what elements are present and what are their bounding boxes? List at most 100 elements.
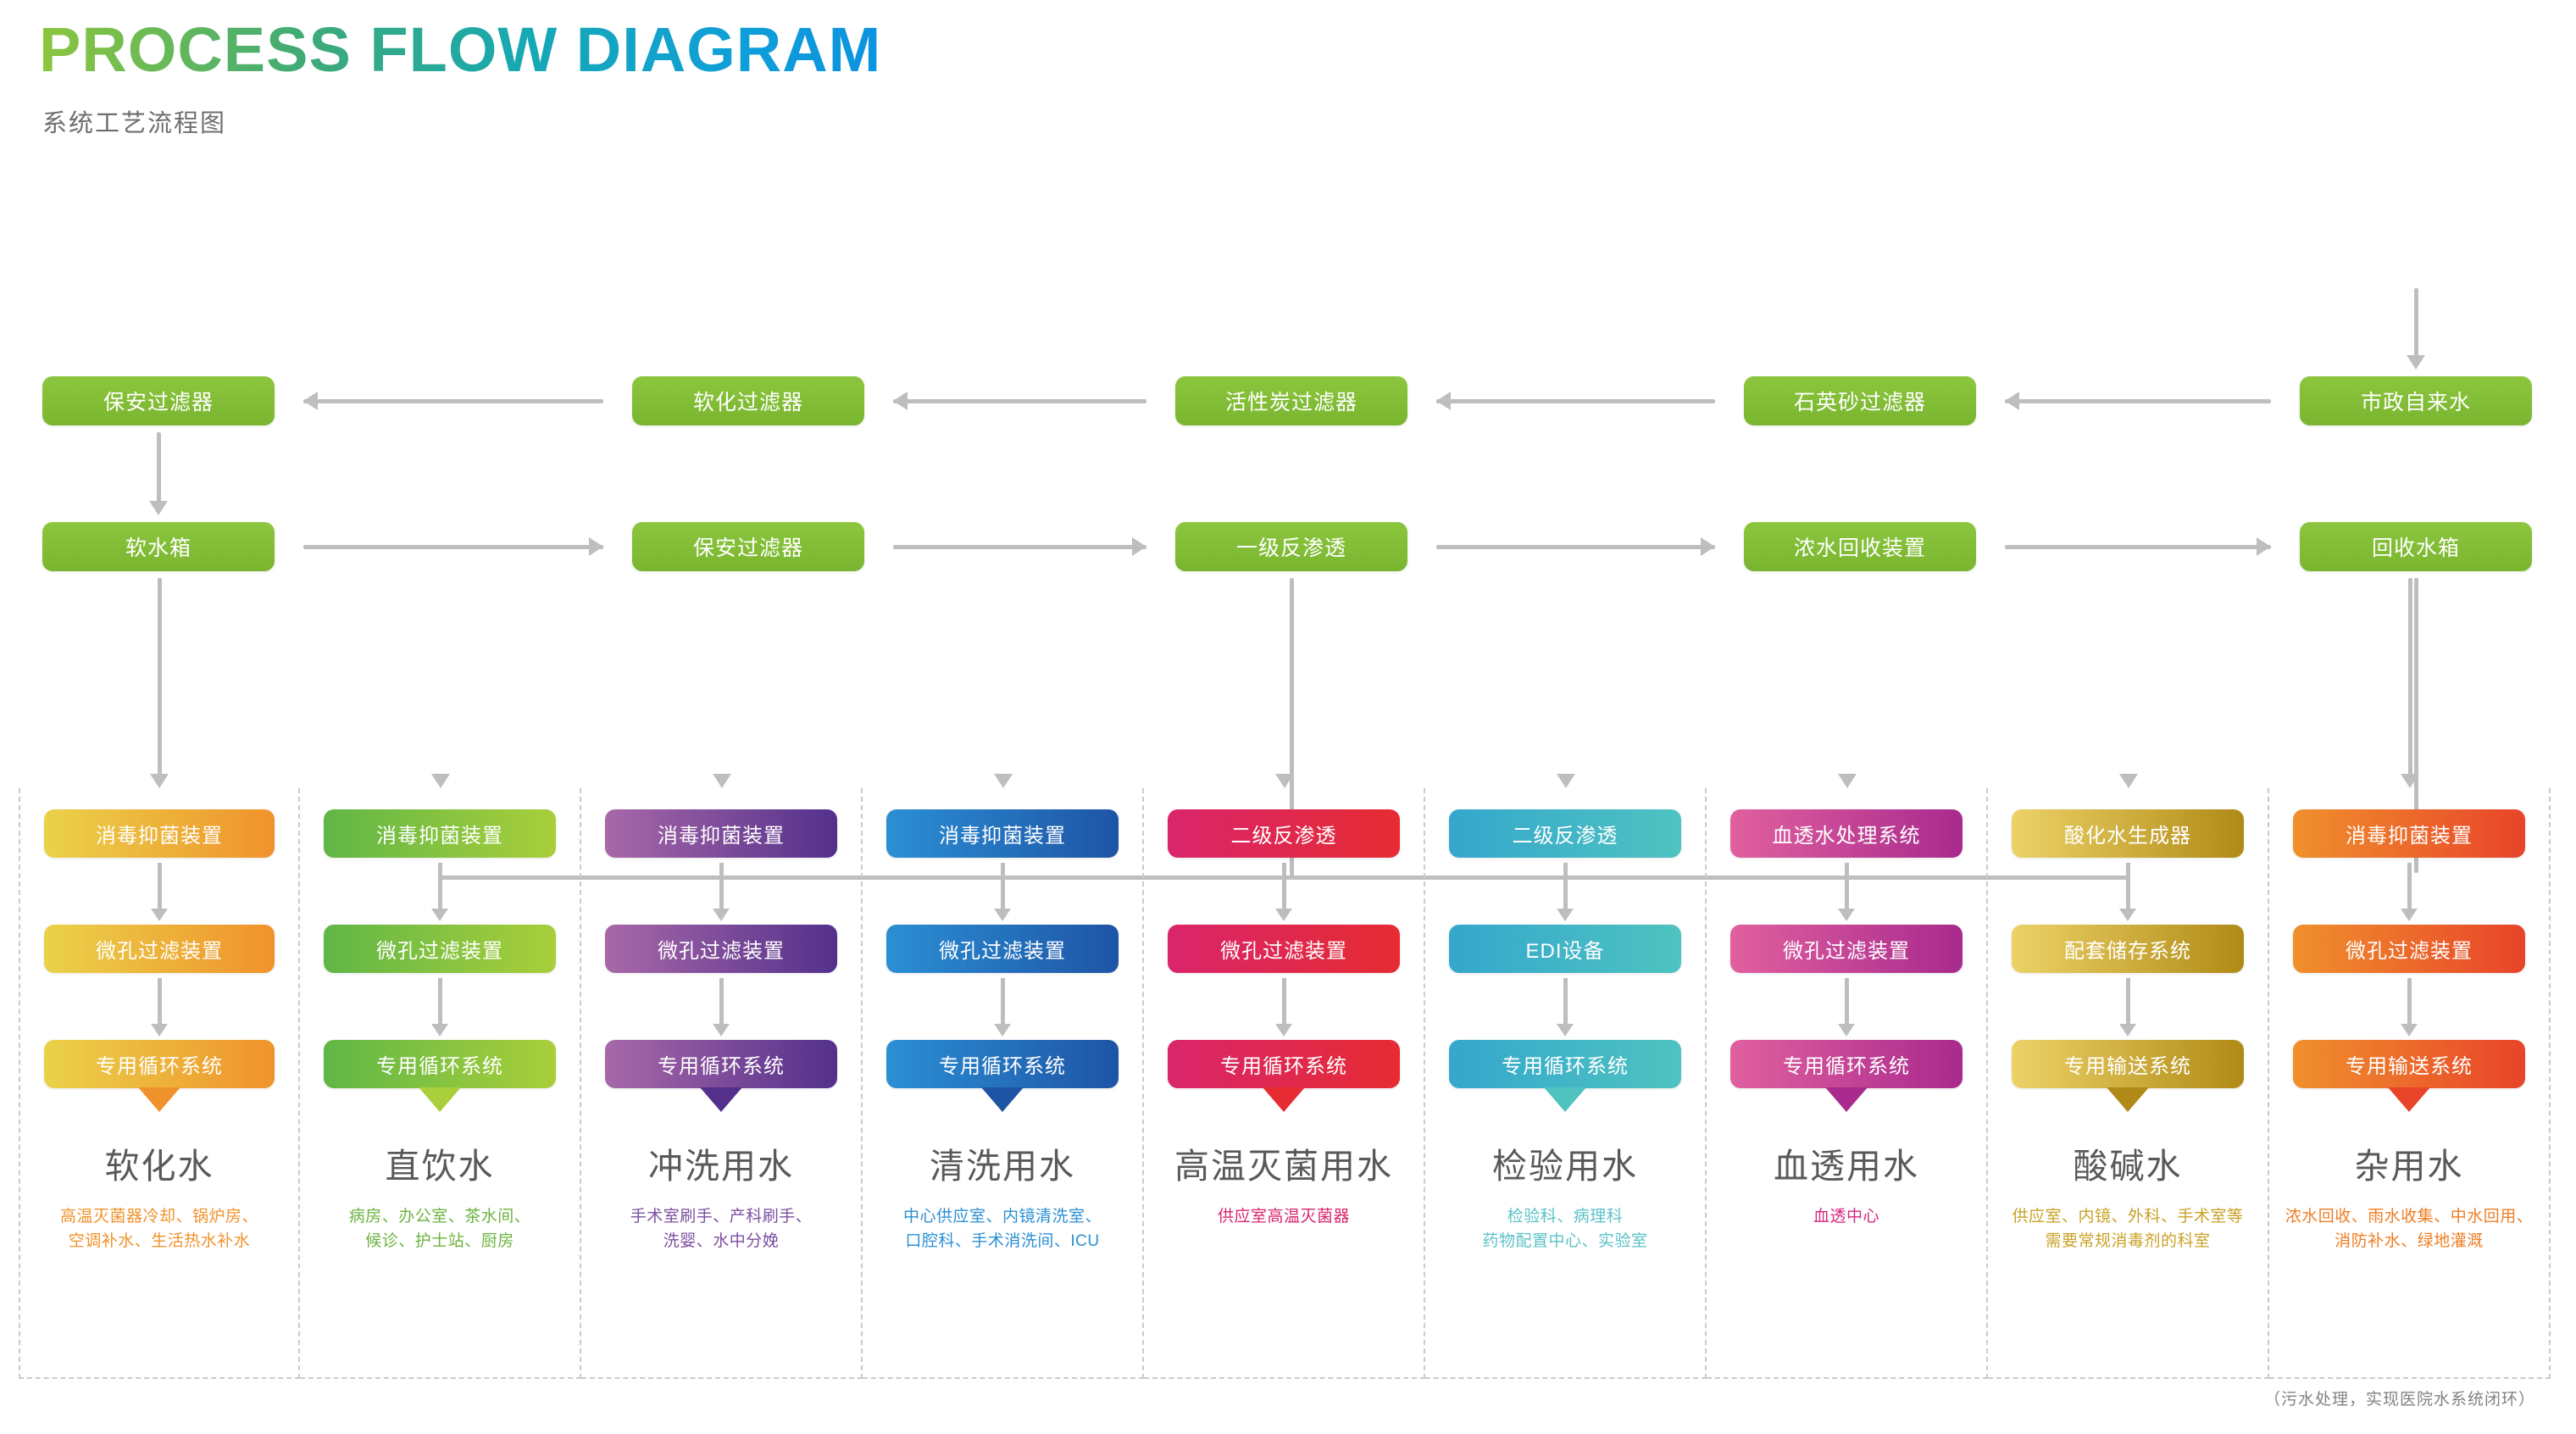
column-9-uses: 浓水回收、雨水收集、中水回用、消防补水、绿地灌溉 xyxy=(2274,1205,2544,1253)
column-9-use-line-2: 消防补水、绿地灌溉 xyxy=(2334,1231,2484,1250)
column-7-step-3[interactable]: 专用循环系统 xyxy=(1730,1040,1963,1088)
column-8-step-2[interactable]: 配套储存系统 xyxy=(2012,925,2244,973)
arrow-down-icon-col1-1 xyxy=(151,909,168,921)
column-3-step-3[interactable]: 专用循环系统 xyxy=(605,1040,837,1088)
column-6-step-3[interactable]: 专用循环系统 xyxy=(1449,1040,1681,1088)
column-1-step-1[interactable]: 消毒抑菌装置 xyxy=(44,809,275,858)
column-6-water-name: 检验用水 xyxy=(1492,1147,1638,1186)
column-9-step-3[interactable]: 专用输送系统 xyxy=(2293,1040,2525,1088)
pretreat-row1-box-4[interactable]: 市政自来水 xyxy=(2300,376,2532,425)
pretreat-down-line-col0 xyxy=(157,432,161,503)
column-6-step-1[interactable]: 二级反渗透 xyxy=(1449,809,1681,858)
column-3-water-name: 冲洗用水 xyxy=(648,1147,794,1186)
column-8-step-3[interactable]: 专用输送系统 xyxy=(2012,1040,2244,1088)
column-5-pointer-icon xyxy=(1263,1087,1305,1112)
column-9-step-2[interactable]: 微孔过滤装置 xyxy=(2293,925,2525,973)
column-5-uses: 供应室高温灭菌器 xyxy=(1149,1205,1418,1230)
column-3-step-2[interactable]: 微孔过滤装置 xyxy=(605,925,837,973)
arrow-down-icon-col6-1 xyxy=(1557,909,1574,921)
column-5-connector-2 xyxy=(1281,978,1286,1025)
pretreat-arrow-line-r1-0 xyxy=(303,399,603,403)
pretreat-row2-box-3[interactable]: 浓水回收装置 xyxy=(1744,522,1976,571)
column-1-connector-2 xyxy=(157,978,162,1025)
column-6-step-2[interactable]: EDI设备 xyxy=(1449,925,1681,973)
column-4-uses: 中心供应室、内镜清洗室、口腔科、手术消洗间、ICU xyxy=(868,1205,1137,1253)
arrow-down-icon-col9-1 xyxy=(2401,909,2418,921)
column-8-connector-2 xyxy=(2125,978,2130,1025)
arrow-down-icon-col3-1 xyxy=(713,909,730,921)
pretreat-row1-box-2[interactable]: 活性炭过滤器 xyxy=(1175,376,1407,425)
arrow-left-icon-r1-0 xyxy=(303,392,318,410)
column-9-connector-2 xyxy=(2407,978,2412,1025)
arrow-down-icon-col1-2 xyxy=(151,1024,168,1037)
arrow-down-icon-col5-1 xyxy=(1275,909,1292,921)
column-4-water-name: 清洗用水 xyxy=(930,1147,1075,1186)
column-4-pointer-icon xyxy=(981,1087,1024,1112)
column-4-use-line-1: 中心供应室、内镜清洗室、 xyxy=(902,1208,1102,1226)
column-1-uses: 高温灭菌器冷却、锅炉房、空调补水、生活热水补水 xyxy=(25,1205,293,1253)
column-4-step-1[interactable]: 消毒抑菌装置 xyxy=(886,809,1119,858)
arrow-down-icon-branch-3 xyxy=(994,774,1013,788)
page-subtitle: 系统工艺流程图 xyxy=(42,110,227,137)
column-2-step-3[interactable]: 专用循环系统 xyxy=(324,1040,556,1088)
pretreat-row1-box-1[interactable]: 软化过滤器 xyxy=(632,376,864,425)
column-7-step-1[interactable]: 血透水处理系统 xyxy=(1730,809,1963,858)
column-4-step-3[interactable]: 专用循环系统 xyxy=(886,1040,1119,1088)
column-4-connector-2 xyxy=(1000,978,1005,1025)
column-3-pointer-icon xyxy=(700,1087,742,1112)
water-column-7: 血透水处理系统微孔过滤装置专用循环系统血透用水血透中心 xyxy=(1707,788,1988,1379)
column-4-use-line-2: 口腔科、手术消洗间、ICU xyxy=(905,1231,1100,1250)
arrow-down-icon-branch-7 xyxy=(2119,774,2138,788)
arrow-down-icon-col3-2 xyxy=(713,1024,730,1037)
column-1-step-2[interactable]: 微孔过滤装置 xyxy=(44,925,275,973)
arrow-down-icon-branch-1 xyxy=(431,774,450,788)
column-1-step-3[interactable]: 专用循环系统 xyxy=(44,1040,275,1088)
column-9-pointer-icon xyxy=(2388,1087,2430,1112)
column-2-water-name: 直饮水 xyxy=(385,1147,495,1186)
column-5-step-2[interactable]: 微孔过滤装置 xyxy=(1168,925,1400,973)
column-2-step-2[interactable]: 微孔过滤装置 xyxy=(324,925,556,973)
pretreat-row1-box-3[interactable]: 石英砂过滤器 xyxy=(1744,376,1976,425)
water-column-5: 二级反渗透微孔过滤装置专用循环系统高温灭菌用水供应室高温灭菌器 xyxy=(1144,788,1425,1379)
inlet-line xyxy=(2414,288,2418,358)
pretreat-row2-box-2[interactable]: 一级反渗透 xyxy=(1175,522,1407,571)
pretreat-row2-box-4[interactable]: 回收水箱 xyxy=(2300,522,2532,571)
water-column-4: 消毒抑菌装置微孔过滤装置专用循环系统清洗用水中心供应室、内镜清洗室、口腔科、手术… xyxy=(863,788,1144,1379)
column-6-pointer-icon xyxy=(1544,1087,1586,1112)
column-4-step-2[interactable]: 微孔过滤装置 xyxy=(886,925,1119,973)
column-7-water-name: 血透用水 xyxy=(1774,1147,1919,1186)
column-2-uses: 病房、办公室、茶水间、候诊、护士站、厨房 xyxy=(305,1205,575,1253)
pretreat-row2-box-1[interactable]: 保安过滤器 xyxy=(632,522,864,571)
column-6-use-line-1: 检验科、病理科 xyxy=(1507,1208,1624,1226)
column-3-uses: 手术室刷手、产科刷手、洗婴、水中分娩 xyxy=(586,1205,856,1253)
column-5-step-3[interactable]: 专用循环系统 xyxy=(1168,1040,1400,1088)
arrow-down-icon-col5-2 xyxy=(1275,1024,1292,1037)
arrow-right-icon-r2-3 xyxy=(2257,537,2271,556)
column-4-connector-1 xyxy=(1000,863,1005,909)
column-8-connector-1 xyxy=(2125,863,2130,909)
column-6-uses: 检验科、病理科药物配置中心、实验室 xyxy=(1430,1205,1700,1253)
arrow-down-icon-col4-2 xyxy=(994,1024,1011,1037)
column-5-use-line-1: 供应室高温灭菌器 xyxy=(1217,1208,1350,1226)
arrow-down-icon-branch-0 xyxy=(150,774,169,788)
column-2-step-1[interactable]: 消毒抑菌装置 xyxy=(324,809,556,858)
pretreat-row1-box-0[interactable]: 保安过滤器 xyxy=(42,376,275,425)
column-7-step-2[interactable]: 微孔过滤装置 xyxy=(1730,925,1963,973)
arrow-down-icon-col8-2 xyxy=(2119,1024,2136,1037)
page-title: PROCESS FLOW DIAGRAM xyxy=(39,14,882,85)
column-1-pointer-icon xyxy=(138,1087,180,1112)
column-5-step-1[interactable]: 二级反渗透 xyxy=(1168,809,1400,858)
column-8-step-1[interactable]: 酸化水生成器 xyxy=(2012,809,2244,858)
ro-down-line xyxy=(1290,578,1294,877)
column-2-pointer-icon xyxy=(419,1087,461,1112)
arrow-down-icon-inlet xyxy=(2407,355,2425,370)
column-9-step-1[interactable]: 消毒抑菌装置 xyxy=(2293,809,2525,858)
column-3-step-1[interactable]: 消毒抑菌装置 xyxy=(605,809,837,858)
pretreat-arrow-line-r2-2 xyxy=(1436,545,1715,549)
column-7-pointer-icon xyxy=(1825,1087,1868,1112)
arrow-right-icon-r2-0 xyxy=(589,537,603,556)
pretreat-row2-box-0[interactable]: 软水箱 xyxy=(42,522,275,571)
column-8-use-line-2: 需要常规消毒剂的科室 xyxy=(2045,1231,2211,1250)
column-8-water-name: 酸碱水 xyxy=(2073,1147,2183,1186)
column-2-connector-2 xyxy=(437,978,442,1025)
